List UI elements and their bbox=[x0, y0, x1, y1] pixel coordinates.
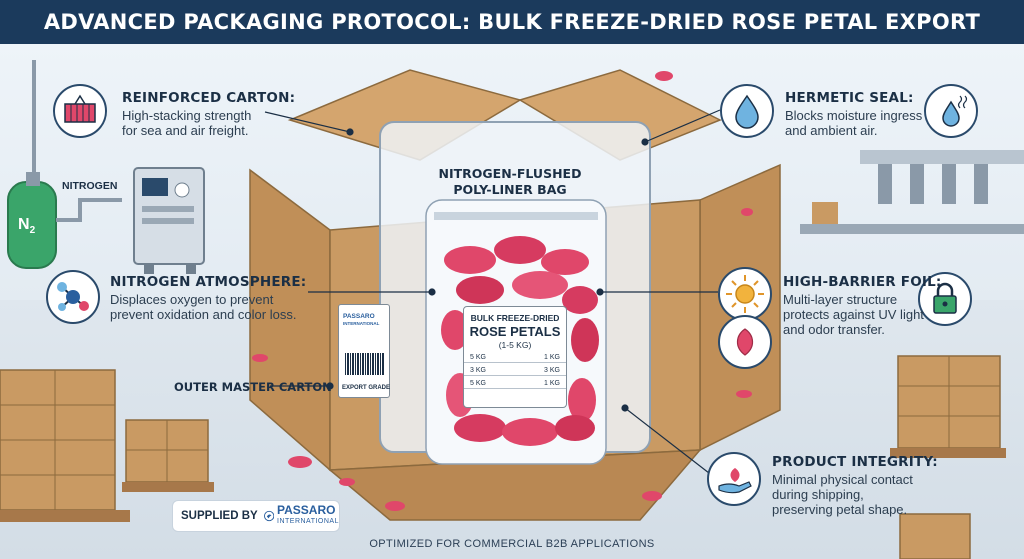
nitrogen-label: NITROGEN bbox=[62, 180, 118, 192]
molecule-icon bbox=[46, 270, 100, 324]
callout-nitrogen-atmosphere: NITROGEN ATMOSPHERE: Displaces oxygen to… bbox=[110, 274, 306, 322]
label-line-3: (1-5 KG) bbox=[498, 340, 532, 350]
master-label-grade: EXPORT GRADE bbox=[342, 385, 391, 391]
nitrogen-tank bbox=[7, 60, 122, 269]
water-drop-icon bbox=[720, 84, 774, 138]
steam-drop-icon bbox=[924, 84, 978, 138]
product-integrity-heading: PRODUCT INTEGRITY: bbox=[772, 454, 938, 470]
right-pallets bbox=[890, 355, 1006, 559]
outer-carton-label: OUTER MASTER CARTON bbox=[174, 380, 332, 394]
conveyor-line bbox=[800, 150, 1024, 234]
petal-icon bbox=[718, 315, 772, 369]
high-barrier-foil-heading: HIGH-BARRIER FOIL: bbox=[783, 274, 942, 290]
barcode bbox=[345, 353, 385, 375]
nitrogen-machine bbox=[133, 167, 205, 274]
supplied-by-badge: SUPPLIED BY PASSARO INTERNATIONAL bbox=[172, 500, 340, 532]
shipping-container-icon bbox=[53, 84, 107, 138]
supplied-by-label: SUPPLIED BY bbox=[181, 510, 258, 522]
label-line-1: BULK FREEZE-DRIED bbox=[470, 313, 560, 323]
product-label: BULK FREEZE-DRIED ROSE PETALS (1-5 KG) 5… bbox=[463, 306, 567, 408]
padlock-icon bbox=[918, 272, 972, 326]
rose-petals bbox=[252, 71, 753, 511]
reinforced-carton-heading: REINFORCED CARTON: bbox=[122, 90, 296, 106]
title-bar: ADVANCED PACKAGING PROTOCOL: BULK FREEZE… bbox=[0, 0, 1024, 44]
footer-text: OPTIMIZED FOR COMMERCIAL B2B APPLICATION… bbox=[369, 538, 655, 550]
callout-product-integrity: PRODUCT INTEGRITY: Minimal physical cont… bbox=[772, 454, 938, 517]
page-title: ADVANCED PACKAGING PROTOCOL: BULK FREEZE… bbox=[43, 10, 981, 34]
hermetic-seal-heading: HERMETIC SEAL: bbox=[785, 90, 914, 106]
hand-petal-icon bbox=[707, 452, 761, 506]
left-pallets bbox=[0, 369, 214, 522]
callout-high-barrier-foil: HIGH-BARRIER FOIL: Multi-layer structure… bbox=[783, 274, 942, 337]
label-line-2: ROSE PETALS bbox=[469, 324, 561, 339]
bag-title: NITROGEN-FLUSHED POLY-LINER BAG bbox=[438, 166, 582, 197]
n2-tank-text: N2 bbox=[18, 216, 36, 237]
sun-icon bbox=[718, 267, 772, 321]
nitrogen-atmosphere-heading: NITROGEN ATMOSPHERE: bbox=[110, 274, 307, 290]
callout-connectors bbox=[264, 109, 721, 481]
callout-reinforced-carton: REINFORCED CARTON: High-stacking strengt… bbox=[122, 90, 295, 138]
passaro-logo-icon bbox=[263, 510, 274, 522]
supplied-by-brand: PASSARO INTERNATIONAL bbox=[277, 503, 339, 525]
